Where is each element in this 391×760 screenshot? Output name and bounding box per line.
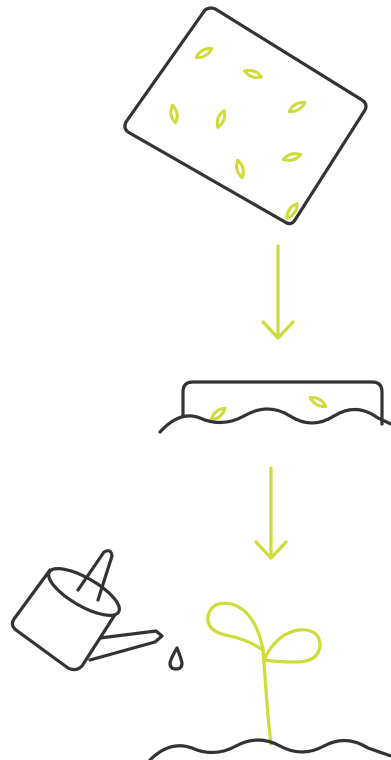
soil-wave-line bbox=[158, 407, 391, 434]
seeds-in-soil-icon bbox=[158, 380, 391, 434]
watering-can-handle bbox=[76, 549, 114, 602]
packet-seed bbox=[243, 68, 263, 80]
packet-seed bbox=[235, 158, 245, 180]
buried-seed bbox=[209, 406, 227, 422]
sprout-right-leaf bbox=[262, 628, 322, 664]
packet-seed bbox=[169, 103, 179, 125]
buried-seed bbox=[308, 395, 328, 409]
packet-seed bbox=[281, 152, 303, 162]
soil-mound-outline bbox=[181, 380, 384, 426]
down-arrow-icon bbox=[261, 244, 295, 340]
sprout-stem bbox=[261, 646, 273, 746]
packet-seed bbox=[287, 100, 307, 114]
sprout-left-leaf bbox=[206, 601, 265, 652]
water-drop-icon bbox=[168, 646, 184, 671]
packet-seeds bbox=[169, 46, 307, 220]
watering-can-spout bbox=[88, 629, 164, 662]
seed-packet-outline bbox=[123, 6, 368, 226]
ground-wave-line bbox=[148, 738, 391, 760]
seed-packet-icon bbox=[123, 6, 368, 226]
sprout-icon bbox=[206, 601, 322, 746]
down-arrow-icon bbox=[254, 466, 288, 560]
watering-can-icon bbox=[10, 549, 164, 672]
packet-seed bbox=[215, 109, 227, 129]
watering-can-opening bbox=[47, 567, 121, 617]
packet-seed bbox=[285, 202, 299, 220]
packet-seed bbox=[194, 46, 214, 60]
